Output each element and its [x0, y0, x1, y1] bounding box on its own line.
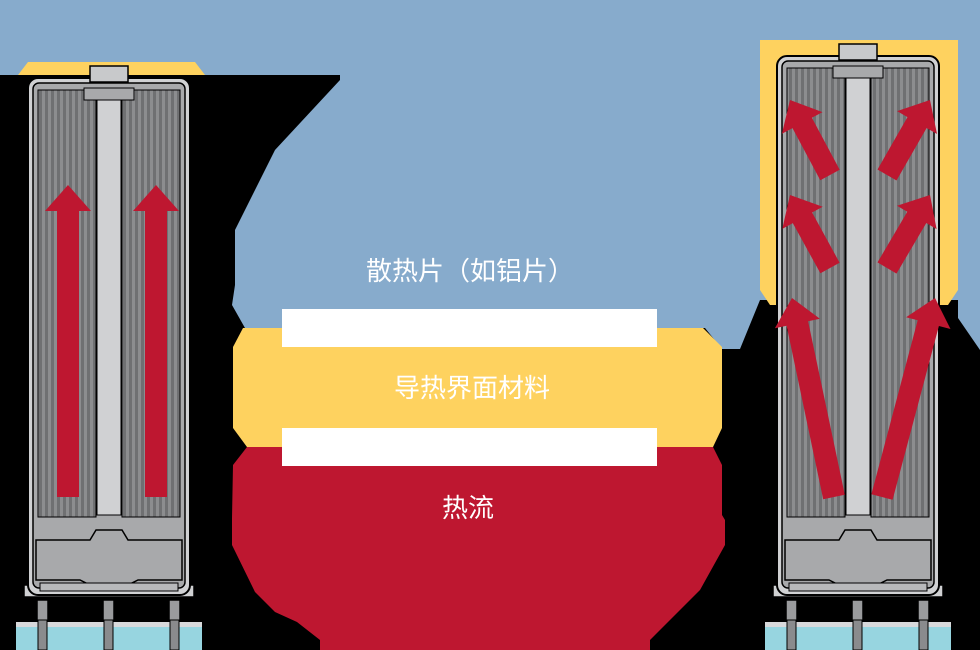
left-cell-pin-through	[103, 619, 114, 650]
heat-arrow-diagonal-icon	[781, 100, 840, 181]
right-cell-top-terminal	[838, 43, 878, 61]
heat-arrow-diagonal-icon	[877, 195, 937, 274]
left-cell-top-terminal	[89, 65, 129, 83]
heat-flow-label: 热流	[442, 494, 494, 524]
right-cell-pin-through	[918, 619, 929, 650]
left-cell-bottom-plate	[39, 582, 179, 592]
divider-bar-bottom	[282, 428, 657, 466]
heat-arrow-up-icon	[45, 185, 91, 497]
tim-layer	[233, 328, 722, 447]
right-cell-pin-through	[786, 619, 797, 650]
heat-arrow-diagonal-icon	[774, 298, 845, 500]
heat-sink-shape	[0, 0, 980, 350]
left-cell-pin-through	[37, 619, 48, 650]
heat-sink-label: 散热片（如铝片）	[366, 257, 574, 287]
right-cell-bottom-header	[784, 529, 932, 591]
right-cell-bottom-plate	[788, 582, 928, 592]
right-cell-top-insulator	[832, 65, 884, 79]
heat-arrow-diagonal-icon	[877, 100, 937, 181]
heat-arrow-diagonal-icon	[782, 195, 840, 274]
divider-bar-top	[282, 309, 657, 347]
heat-arrow-diagonal-icon	[871, 298, 951, 500]
left-cell-bottom-header	[35, 529, 183, 591]
left-cell-top-insulator	[83, 87, 135, 101]
tim-label: 导热界面材料	[394, 374, 550, 404]
right-cell-center-pin	[845, 75, 871, 516]
left-cell-pin-through	[169, 619, 180, 650]
heat-flow-region	[232, 447, 725, 650]
heat-arrow-up-icon	[133, 185, 179, 497]
left-cell-center-pin	[96, 97, 122, 516]
right-cell-pin-through	[852, 619, 863, 650]
